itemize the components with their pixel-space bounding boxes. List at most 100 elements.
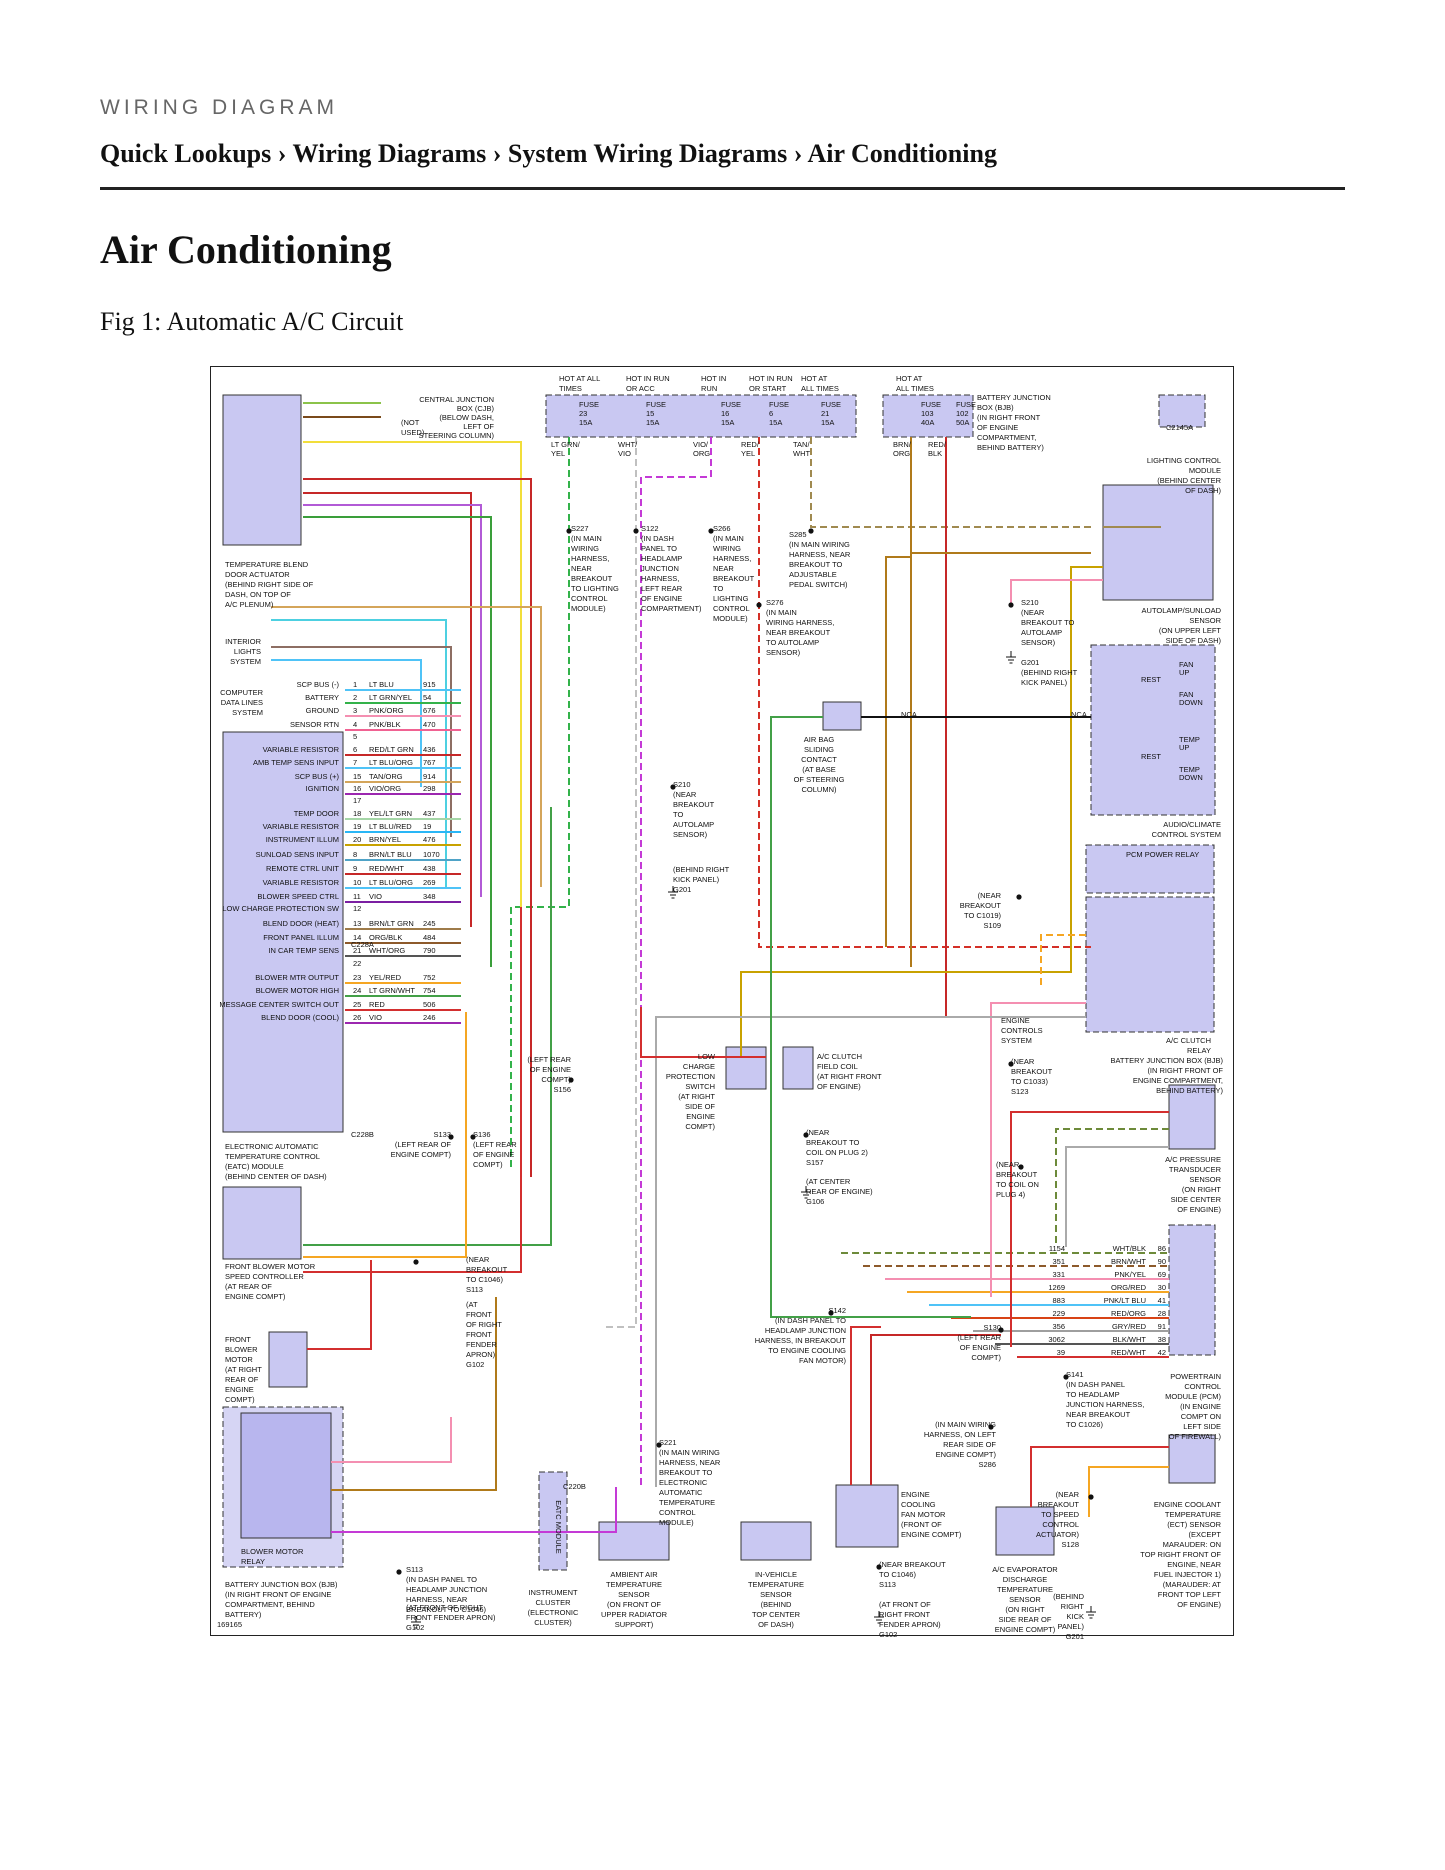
audio-climate-label: CONTROL SYSTEM — [1152, 830, 1221, 839]
low-charge-label: PROTECTION — [666, 1072, 715, 1081]
splice-label: S210 — [673, 780, 691, 789]
splice-label: (IN MAIN WIRING — [789, 540, 850, 549]
breadcrumb-quick-lookups[interactable]: Quick Lookups — [100, 139, 272, 168]
wire-lt-grn-yel — [510, 437, 570, 1167]
pcm-circuit: 39 — [1057, 1348, 1065, 1357]
blower-relay-label: RELAY — [241, 1557, 265, 1566]
pressure-transducer-label: (ON RIGHT — [1182, 1185, 1222, 1194]
splice-label: (BEHIND RIGHT — [673, 865, 730, 874]
eatc-circuit: 470 — [423, 720, 436, 729]
splice-dot — [470, 1134, 476, 1140]
splice-label: (NEAR — [996, 1160, 1020, 1169]
splice-label: MODULE) — [571, 604, 606, 613]
eatc-wire-color: LT BLU/ORG — [369, 758, 413, 767]
splice-label: COMPT) — [541, 1075, 571, 1084]
bjb-lower-label: COMPARTMENT, BEHIND — [225, 1600, 315, 1609]
eatc-wire-color: PNK/ORG — [369, 706, 404, 715]
eatc-circuit: 767 — [423, 758, 436, 767]
splice-label: (AT CENTER — [806, 1177, 851, 1186]
eatc-wire-color: WHT/ORG — [369, 946, 405, 955]
interior-lights-label: LIGHTS — [234, 647, 261, 656]
splice-dot — [1008, 1061, 1014, 1067]
wire-pnk-lt-blu — [271, 659, 422, 787]
breadcrumb-wiring-diagrams[interactable]: Wiring Diagrams — [292, 139, 487, 168]
wire-red-blk-3 — [870, 1334, 1001, 1485]
ect-label: (EXCEPT — [1188, 1530, 1221, 1539]
ac-clutch-relay-label: RELAY — [1187, 1046, 1211, 1055]
splice-label: G201 — [1021, 658, 1039, 667]
splice-label: CONTROL — [713, 604, 750, 613]
splice-label: OF ENGINE — [960, 1343, 1001, 1352]
eatc-circuit: 19 — [423, 822, 431, 831]
splice-label: G201 — [673, 885, 691, 894]
splice-label: S113 — [466, 1285, 483, 1294]
pcm-pin: 38 — [1158, 1335, 1166, 1344]
eatc-pin-label: REMOTE CTRL UNIT — [266, 864, 339, 873]
splice-label: S136 — [473, 1130, 491, 1139]
ground-symbol — [874, 1611, 884, 1624]
evap-sensor-label: A/C EVAPORATOR — [992, 1565, 1058, 1574]
pressure-transducer-label: OF ENGINE) — [1177, 1205, 1221, 1214]
fuse-rating: FUSE — [579, 400, 599, 409]
splice-label: BREAKOUT — [571, 574, 613, 583]
eatc-wire-color: VIO/ORG — [369, 784, 401, 793]
breadcrumb-system-wiring[interactable]: System Wiring Diagrams — [507, 139, 788, 168]
wire-wht-vio — [331, 1487, 617, 1533]
eatc-circuit: 245 — [423, 919, 436, 928]
eatc-pin-label: BLEND DOOR (COOL) — [261, 1013, 339, 1022]
bjb-label: BATTERY JUNCTION — [977, 393, 1051, 402]
eatc-pin-number: 20 — [353, 835, 361, 844]
ect-label: ENGINE COOLANT — [1154, 1500, 1222, 1509]
splice-label: PANEL) — [1057, 1622, 1084, 1631]
splice-label: (IN MAIN — [713, 534, 744, 543]
splice-label: KICK PANEL) — [1021, 678, 1068, 687]
blower-motor-label: BLOWER — [225, 1345, 258, 1354]
splice-label: JUNCTION — [641, 564, 679, 573]
splice-dot — [1008, 602, 1014, 608]
wire-wht-blk — [1065, 1146, 1169, 1247]
autolamp-label: SIDE OF DASH) — [1166, 636, 1222, 645]
fuse-rating: FUSE — [821, 400, 841, 409]
invehicle-sensor-label: SENSOR — [760, 1590, 792, 1599]
eatc-wire-color: LT GRN/YEL — [369, 693, 412, 702]
splice-label: TO C1019) — [964, 911, 1001, 920]
wire-dk-blu — [303, 492, 472, 927]
section-kicker: WIRING DIAGRAM — [100, 96, 338, 119]
blower-motor-label: REAR OF — [225, 1375, 259, 1384]
fuse-wire-label: LT GRN/ — [551, 440, 581, 449]
wire-gry — [303, 516, 492, 967]
splice-label: HEADLAMP JUNCTION — [765, 1326, 846, 1335]
breadcrumb: Quick Lookups › Wiring Diagrams › System… — [100, 139, 997, 169]
pcm-label: OF FIREWALL) — [1169, 1432, 1222, 1441]
eatc-pin-number: 17 — [353, 796, 361, 805]
splice-label: S113 — [406, 1565, 423, 1574]
splice-label: AUTOLAMP — [673, 820, 714, 829]
eatc-wire-color: RED — [369, 1000, 385, 1009]
nca-label: NCA — [1071, 710, 1087, 719]
evap-sensor-label: SIDE REAR OF — [999, 1615, 1052, 1624]
splice-dot — [413, 1259, 419, 1265]
eatc-circuit: 506 — [423, 1000, 436, 1009]
low-charge-label: ENGINE — [686, 1112, 715, 1121]
splice-dot — [568, 1077, 574, 1083]
eatc-pin-number: 24 — [353, 986, 361, 995]
engine-controls-label: CONTROLS — [1001, 1026, 1043, 1035]
ambient-sensor-label: AMBIENT AIR — [610, 1570, 658, 1579]
splice-label: S276 — [766, 598, 784, 607]
wire-red-wht-2 — [1030, 1446, 1169, 1507]
splice-dot — [808, 528, 814, 534]
fuse-wire-label: YEL — [551, 449, 565, 458]
splice-label: AUTOLAMP — [1021, 628, 1062, 637]
eatc-circuit: 484 — [423, 933, 436, 942]
ect-label: OF ENGINE) — [1177, 1600, 1221, 1609]
bjb-label: OF ENGINE — [977, 423, 1018, 432]
splice-label: HARNESS, ON LEFT — [924, 1430, 997, 1439]
eatc-pin-label: BATTERY — [305, 693, 339, 702]
splice-label: G201 — [1066, 1632, 1084, 1641]
ect-label: (ECT) SENSOR — [1167, 1520, 1221, 1529]
eatc-pin-label: IGNITION — [306, 784, 339, 793]
pressure-transducer-box — [1168, 1084, 1216, 1150]
pcm-label: CONTROL — [1184, 1382, 1221, 1391]
not-used-label: USED) — [401, 428, 425, 437]
splice-label: REAR SIDE OF — [943, 1440, 996, 1449]
